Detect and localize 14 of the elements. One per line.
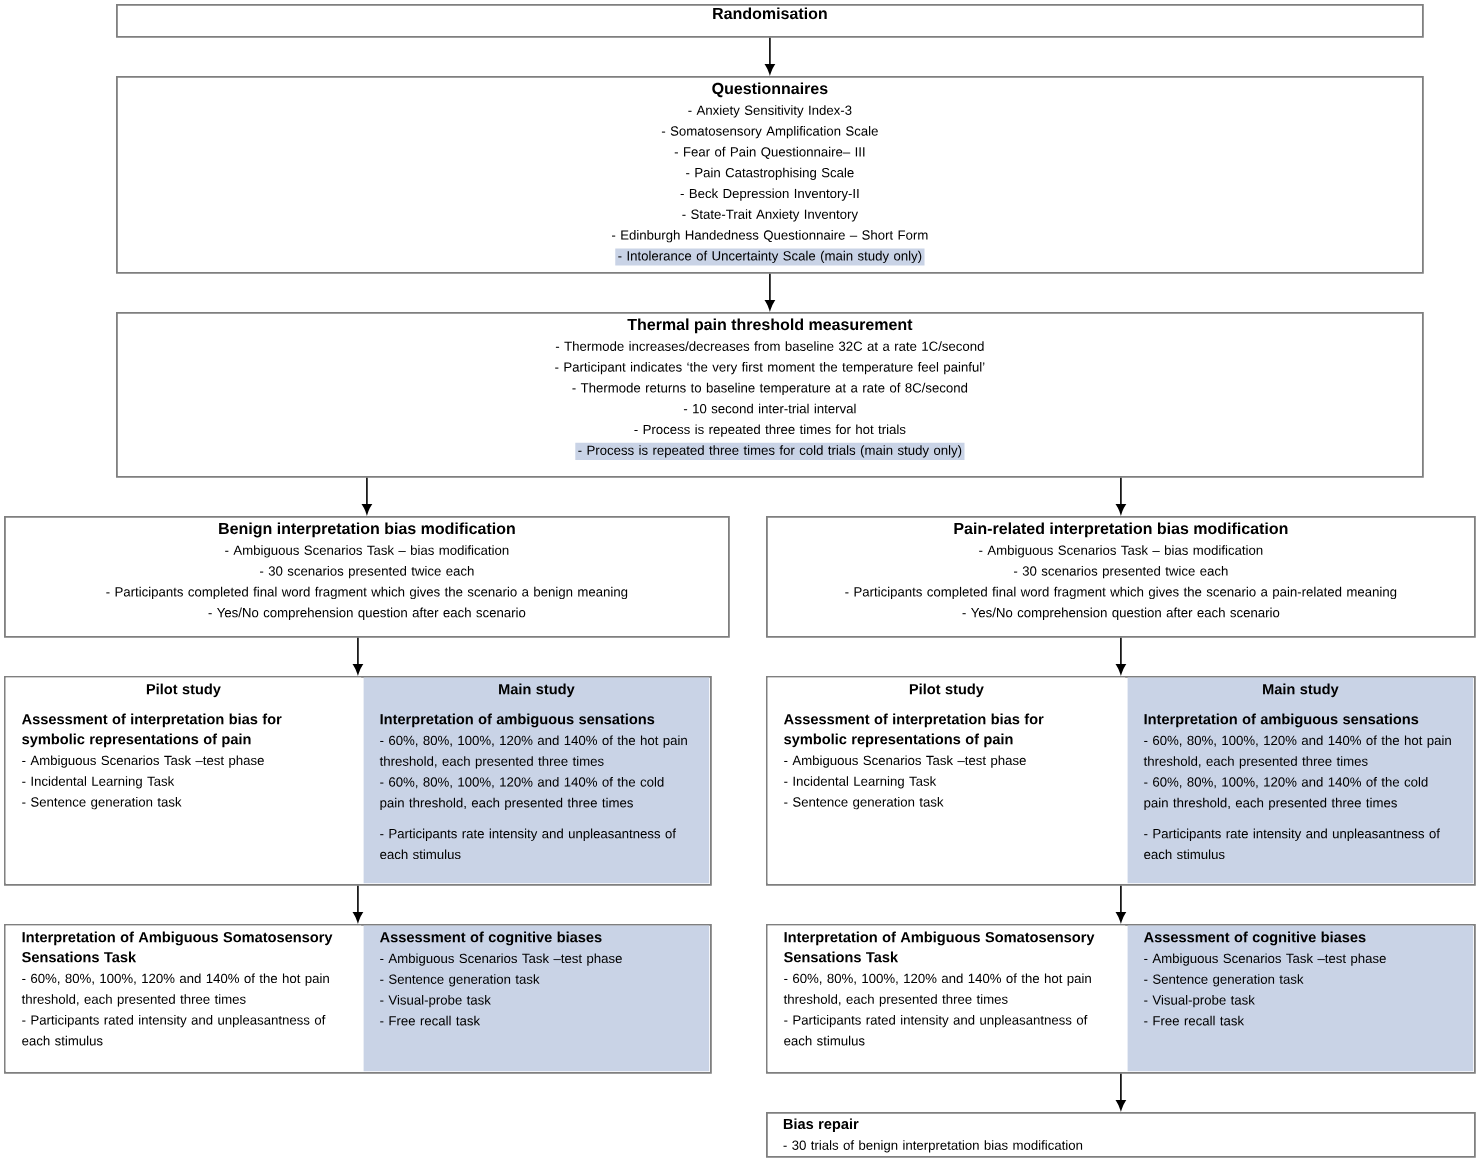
arrow	[765, 37, 775, 75]
arrow	[1116, 637, 1126, 675]
arrow	[1116, 885, 1126, 923]
split-box	[4, 676, 712, 886]
arrow	[1116, 477, 1126, 515]
arrow	[353, 637, 363, 675]
split-box	[4, 924, 712, 1074]
split-box	[766, 924, 1476, 1074]
arrow	[362, 477, 372, 515]
process-box: Randomisation	[116, 4, 1424, 38]
arrow	[1116, 1073, 1126, 1111]
split-box	[766, 676, 1476, 886]
arrow	[765, 273, 775, 311]
arrow	[353, 885, 363, 923]
